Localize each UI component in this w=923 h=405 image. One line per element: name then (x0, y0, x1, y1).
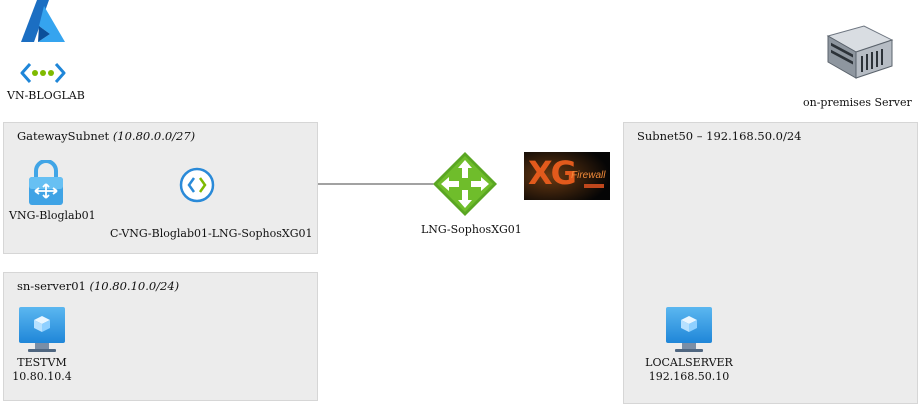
server-subnet-title: sn-server01 (10.80.10.0/24) (17, 279, 179, 293)
connection-icon[interactable] (179, 167, 215, 203)
vm-cube-icon (34, 316, 50, 332)
vpn-gateway-lock-icon[interactable] (27, 160, 65, 206)
lng-label: LNG-SophosXG01 (421, 223, 522, 236)
virtual-network-icon (20, 63, 66, 83)
localserver-ip: 192.168.50.10 (648, 370, 730, 383)
firewall-flame-icon (524, 152, 610, 200)
gateway-subnet-panel: GatewaySubnet (10.80.0.0/27) (3, 122, 318, 254)
vng-label: VNG-Bloglab01 (9, 209, 96, 222)
server-subnet-cidr: (10.80.10.0/24) (89, 279, 180, 293)
virtual-machine-icon[interactable] (19, 307, 65, 352)
localserver-name: LOCALSERVER (645, 356, 733, 369)
azure-logo-icon (21, 0, 65, 42)
server-rack-icon (826, 25, 894, 79)
xg-letters: XG (528, 154, 577, 192)
vnet-label: VN-BLOGLAB (7, 89, 85, 102)
gateway-subnet-name: GatewaySubnet (17, 129, 110, 143)
gateway-subnet-title: GatewaySubnet (10.80.0.0/27) (17, 129, 195, 143)
testvm-ip: 10.80.10.4 (12, 370, 72, 383)
testvm-name: TESTVM (17, 356, 67, 369)
onprem-server-label: on-premises Server (803, 96, 912, 109)
sophos-xg-firewall-logo: XG Firewall (524, 152, 610, 200)
onprem-subnet-title: Subnet50 – 192.168.50.0/24 (637, 129, 802, 143)
gateway-subnet-cidr: (10.80.0.0/27) (112, 129, 196, 143)
onprem-subnet-panel: Subnet50 – 192.168.50.0/24 (623, 122, 918, 404)
server-subnet-name: sn-server01 (17, 279, 86, 293)
firewall-word: Firewall (571, 170, 606, 181)
vm-cube-icon (681, 316, 697, 332)
connection-label: C-VNG-Bloglab01-LNG-SophosXG01 (110, 227, 313, 240)
local-network-gateway-router-icon[interactable] (433, 152, 497, 216)
virtual-machine-icon[interactable] (666, 307, 712, 352)
